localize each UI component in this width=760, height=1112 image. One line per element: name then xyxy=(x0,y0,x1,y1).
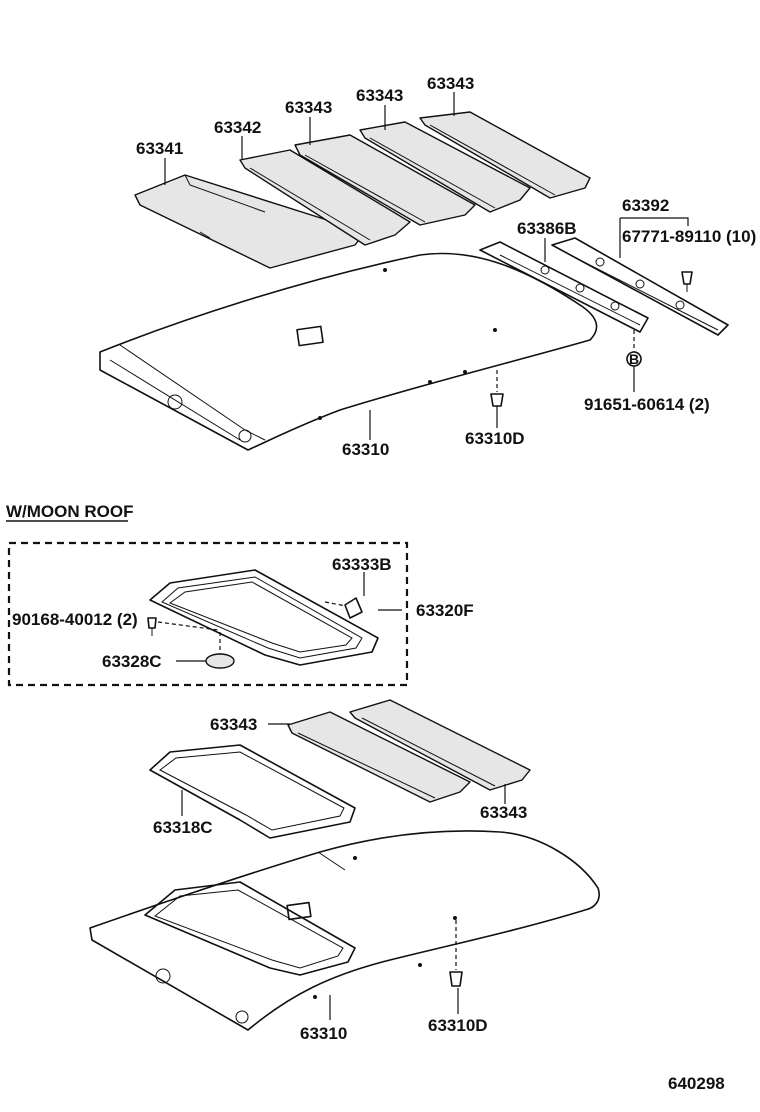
pad-63343-c xyxy=(419,111,591,199)
clip-63310d-top xyxy=(490,370,504,407)
label-67771: 67771-89110 (10) xyxy=(622,227,756,246)
frame-63320f xyxy=(149,569,379,666)
clip-63310d-bottom xyxy=(449,920,463,987)
label-63343-c: 63343 xyxy=(427,74,474,93)
pad-63343-b xyxy=(359,121,531,213)
label-63310d-top: 63310D xyxy=(465,429,525,448)
label-63341: 63341 xyxy=(136,139,183,158)
label-63310d-bottom: 63310D xyxy=(428,1016,488,1035)
screw-90168 xyxy=(147,617,219,636)
reference-number: 640298 xyxy=(668,1074,725,1093)
moonroof-kit-box xyxy=(7,541,409,687)
label-63392: 63392 xyxy=(622,196,669,215)
leader-63392 xyxy=(620,217,689,226)
label-63310-bottom: 63310 xyxy=(300,1024,347,1043)
label-63343-a: 63343 xyxy=(285,98,332,117)
pad-63341 xyxy=(134,174,366,269)
label-63320f: 63320F xyxy=(416,601,474,620)
label-63343-e: 63343 xyxy=(480,803,527,822)
bracket-63333b xyxy=(324,597,363,619)
label-63310-top: 63310 xyxy=(342,440,389,459)
pad-63342 xyxy=(239,149,411,246)
b-marker: B xyxy=(629,351,639,367)
label-63343-b: 63343 xyxy=(356,86,403,105)
label-63328c: 63328C xyxy=(102,652,162,671)
rail-63386b xyxy=(479,241,649,333)
moonroof-heading: W/MOON ROOF xyxy=(6,502,133,521)
label-63386b: 63386B xyxy=(517,219,577,238)
rail-63392 xyxy=(551,237,729,336)
weatherstrip-63318c xyxy=(149,744,356,839)
label-91651: 91651-60614 (2) xyxy=(584,395,710,414)
clip-67771 xyxy=(681,271,693,292)
label-63318c: 63318C xyxy=(153,818,213,837)
headliner-63310-top xyxy=(99,252,598,451)
label-63342: 63342 xyxy=(214,118,261,137)
headliner-63310-bottom xyxy=(89,830,600,1031)
pad-63343-e xyxy=(349,699,531,791)
label-90168: 90168-40012 (2) xyxy=(12,610,138,629)
label-63333b: 63333B xyxy=(332,555,392,574)
label-63343-d: 63343 xyxy=(210,715,257,734)
pad-63343-d xyxy=(287,711,471,803)
pad-63343-a xyxy=(294,134,476,226)
